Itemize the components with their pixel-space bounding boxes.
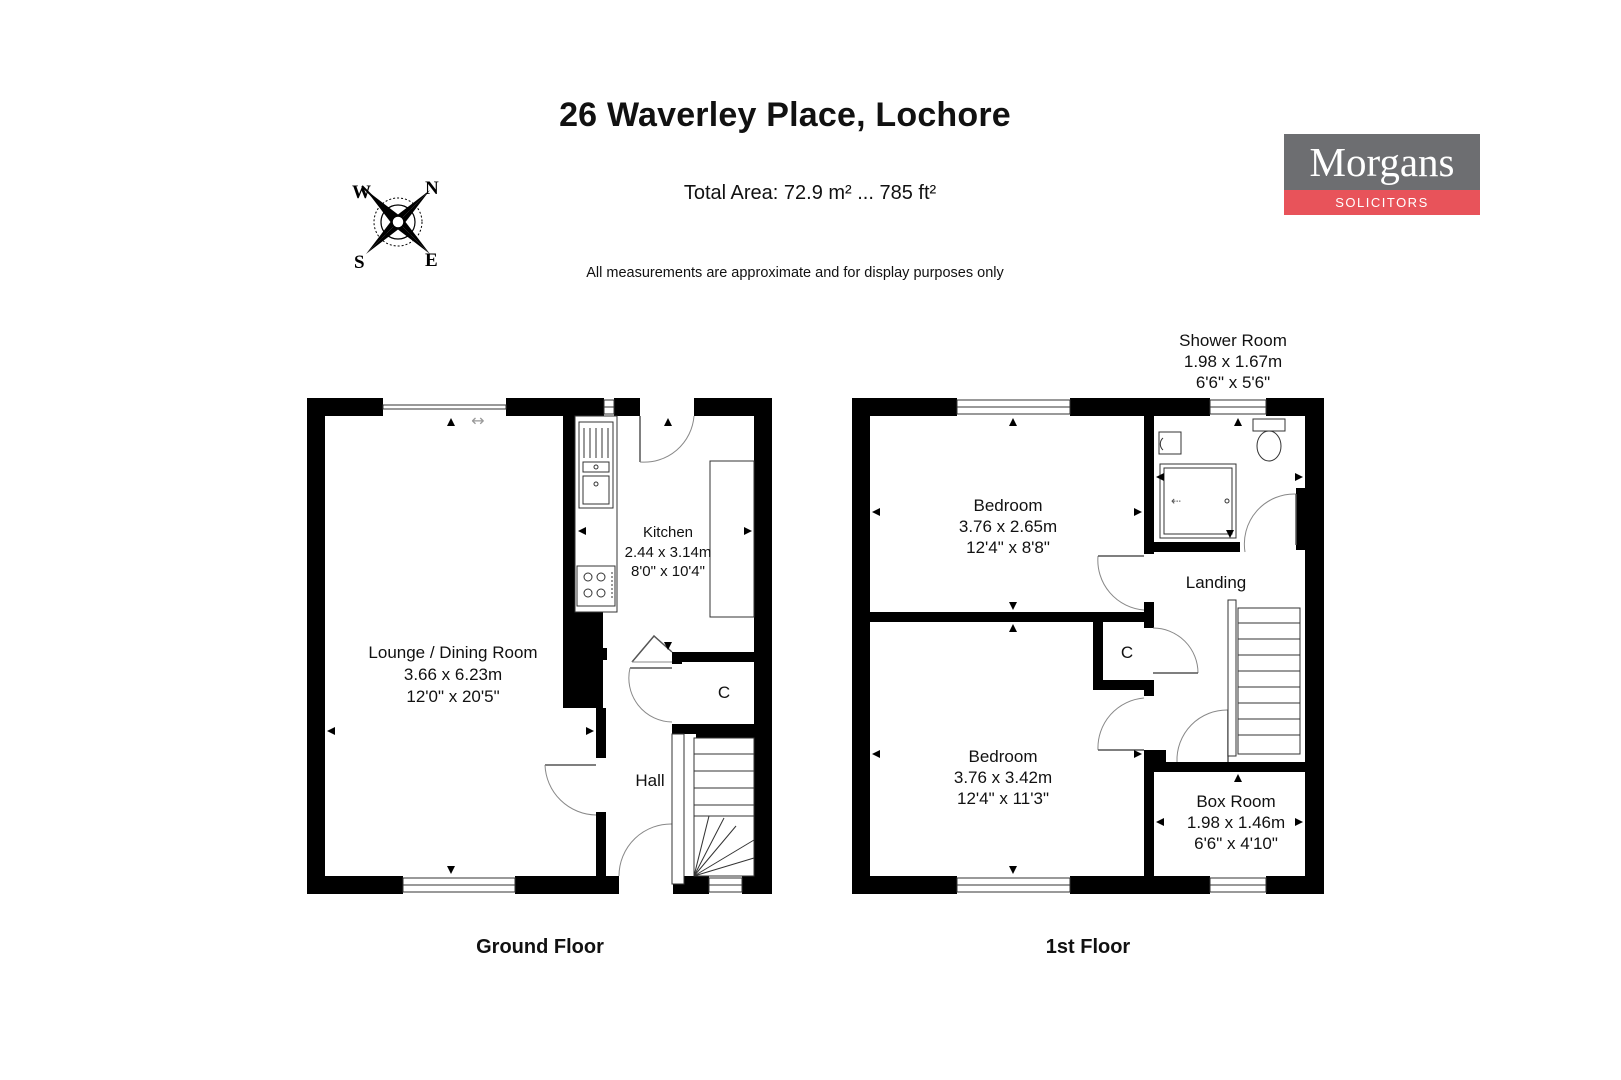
compass-w: W	[352, 182, 371, 203]
first-floor-plan: ⇠	[852, 398, 1324, 894]
first-cupboard-label: C	[1121, 643, 1133, 662]
shower-imperial: 6'6" x 5'6"	[1196, 373, 1270, 392]
boxroom-metric: 1.98 x 1.46m	[1187, 813, 1285, 832]
logo-tagline: SOLICITORS	[1284, 190, 1480, 215]
compass-n: N	[425, 178, 439, 199]
svg-text:↔: ↔	[471, 411, 484, 430]
bedroom1-imperial: 12'4" x 8'8"	[966, 538, 1050, 557]
landing-label: Landing	[1186, 573, 1247, 592]
logo-name: Morgans	[1284, 134, 1480, 190]
ground-cupboard-label: C	[718, 683, 730, 702]
page-title: 26 Waverley Place, Lochore	[559, 96, 1011, 134]
compass-icon: W N S E	[352, 178, 439, 273]
bedroom2-name: Bedroom	[969, 747, 1038, 766]
lounge-imperial: 12'0" x 20'5"	[406, 687, 499, 706]
first-floor-label: 1st Floor	[1045, 936, 1131, 958]
shower-name: Shower Room	[1179, 331, 1287, 350]
shower-metric: 1.98 x 1.67m	[1184, 352, 1282, 371]
svg-text:⇠: ⇠	[1171, 494, 1181, 508]
total-area: Total Area: 72.9 m² ... 785 ft²	[683, 182, 937, 204]
kitchen-imperial: 8'0" x 10'4"	[631, 563, 705, 580]
kitchen-metric: 2.44 x 3.14m	[625, 544, 712, 561]
boxroom-imperial: 6'6" x 4'10"	[1194, 834, 1278, 853]
bedroom2-imperial: 12'4" x 11'3"	[957, 789, 1049, 808]
lounge-name: Lounge / Dining Room	[368, 643, 537, 662]
ground-floor-plan: ↔	[307, 398, 772, 894]
boxroom-name: Box Room	[1196, 792, 1275, 811]
bedroom1-name: Bedroom	[974, 496, 1043, 515]
ground-floor-label: Ground Floor	[476, 936, 604, 958]
bedroom1-metric: 3.76 x 2.65m	[959, 517, 1057, 536]
compass-s: S	[354, 252, 365, 273]
lounge-metric: 3.66 x 6.23m	[404, 665, 502, 684]
compass-e: E	[425, 250, 438, 271]
kitchen-name: Kitchen	[643, 524, 693, 541]
hall-label: Hall	[635, 771, 664, 790]
bedroom2-metric: 3.76 x 3.42m	[954, 768, 1052, 787]
disclaimer: All measurements are approximate and for…	[586, 265, 1004, 281]
morgans-logo: Morgans SOLICITORS	[1284, 134, 1480, 215]
